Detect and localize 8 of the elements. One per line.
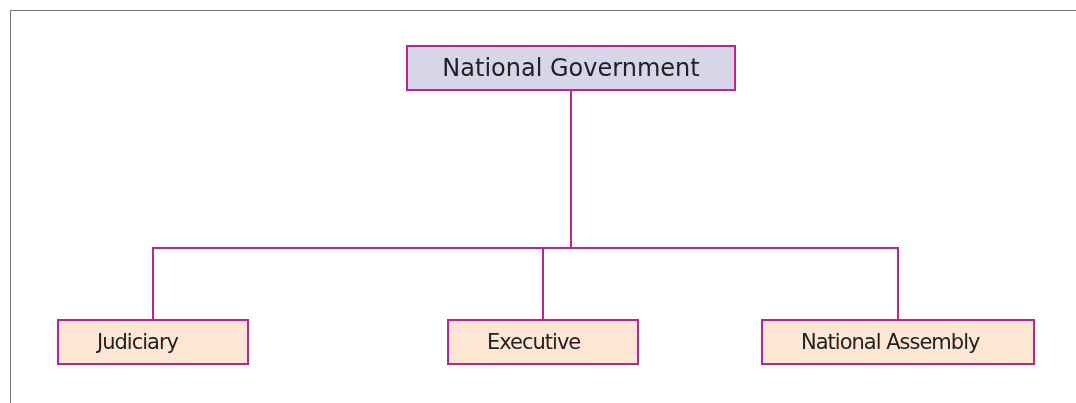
org-box [761,319,1035,365]
box-label: Executive [487,330,581,354]
org-box [57,319,249,365]
box-label: Judiciary [97,330,178,354]
box-label: National Assembly [801,330,980,354]
box-label: National Government [442,54,700,82]
org-box [406,45,736,91]
org-box [447,319,639,365]
